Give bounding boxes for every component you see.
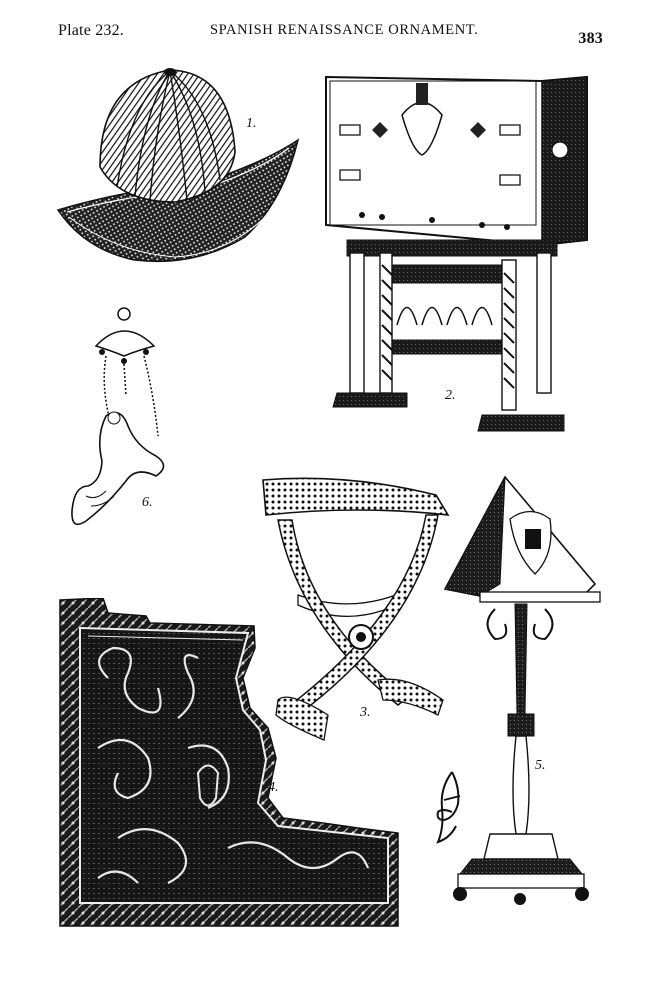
monogram-mark	[430, 768, 470, 848]
figure-number-3: 3.	[360, 705, 371, 720]
plate-label: Plate 232.	[58, 22, 124, 39]
lectern-illustration	[440, 474, 605, 914]
page-number: 383	[578, 30, 603, 47]
figure-number-5: 5.	[535, 758, 546, 773]
figure-number-6: 6.	[142, 495, 153, 510]
cabinet-illustration	[322, 75, 590, 445]
helmet-illustration	[55, 62, 305, 272]
figure-number-1: 1.	[246, 116, 257, 131]
x-chair-illustration	[258, 475, 456, 747]
textile-illustration	[58, 598, 400, 928]
page-title: SPANISH RENAISSANCE ORNAMENT.	[210, 22, 479, 38]
figure-number-2: 2.	[445, 388, 456, 403]
figure-number-4: 4.	[268, 780, 279, 795]
mermaid-pendant-illustration	[66, 306, 178, 536]
